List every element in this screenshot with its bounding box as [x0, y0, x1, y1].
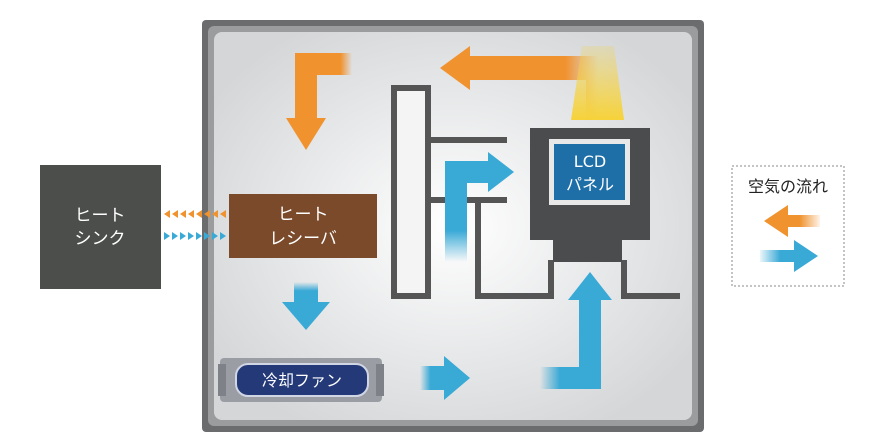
cooling-fan-label: 冷却ファン	[262, 371, 342, 390]
warm-triangles	[164, 210, 226, 218]
lcd-panel: LCD パネル	[530, 128, 650, 262]
warm-air-arrows	[286, 46, 624, 150]
heat-receiver: ヒート レシーバ	[229, 194, 377, 258]
lcd-panel-label-1: LCD	[574, 152, 606, 171]
cool-air-arrow-up-right	[540, 300, 601, 389]
lcd-panel-label-2: パネル	[566, 175, 614, 194]
heat-sink-label-2: シンク	[75, 229, 126, 249]
cool-air-arrow-right	[420, 366, 446, 390]
heat-receiver-label-1: ヒート	[278, 205, 329, 225]
heat-sink-label-1: ヒート	[75, 206, 126, 226]
cool-air-arrow-up-left	[445, 161, 490, 262]
legend: 空気の流れ	[731, 165, 845, 287]
cooling-fan: 冷却ファン	[218, 358, 384, 402]
warm-air-arrow-left	[295, 53, 352, 120]
cool-air-arrow-down	[294, 282, 318, 304]
legend-title: 空気の流れ	[748, 177, 828, 196]
legend-warm-arrow	[764, 205, 820, 237]
duct-walls	[391, 85, 680, 299]
heat-receiver-label-2: レシーバ	[269, 229, 337, 249]
legend-cool-arrow	[760, 240, 818, 272]
warm-air-plume	[571, 46, 624, 120]
cool-air-arrows	[282, 152, 612, 400]
heat-transfer-arrows	[164, 210, 226, 240]
heat-sink: ヒート シンク	[40, 165, 161, 289]
cool-triangles	[164, 232, 226, 240]
